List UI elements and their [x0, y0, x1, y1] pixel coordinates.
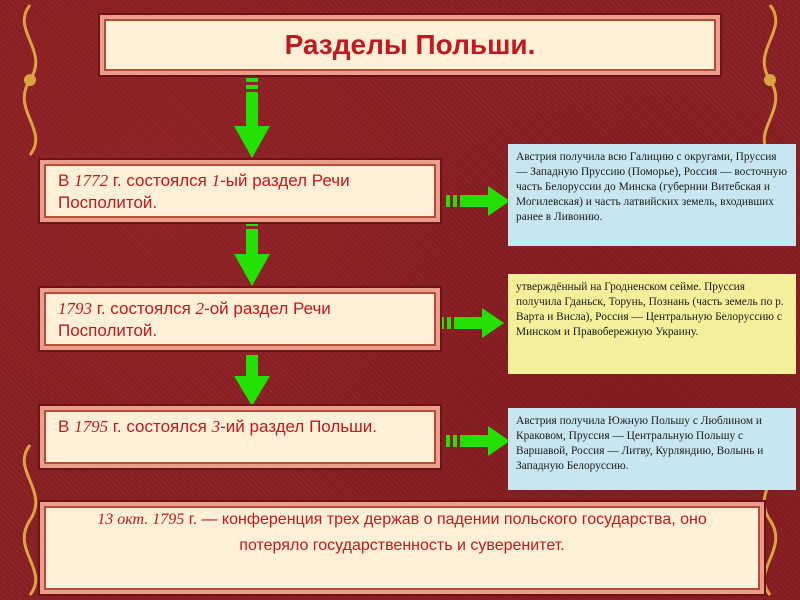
partition-3-note: Австрия получила Южную Польшу с Люблином… [508, 408, 796, 490]
right-arrow-icon [446, 186, 510, 216]
partition-1-note: Австрия получила всю Галицию с округами,… [508, 144, 796, 246]
corner-ornament-top-left [22, 4, 38, 156]
down-arrow-icon [234, 222, 270, 286]
partition-2-year: 1793 [58, 299, 92, 318]
right-arrow-icon [440, 308, 504, 338]
page-title: Разделы Польши. [284, 29, 536, 60]
partition-3-box: В 1795 г. состоялся 3-ий раздел Польши. [40, 406, 440, 468]
corner-ornament-bottom-left [22, 444, 38, 596]
down-arrow-icon [234, 348, 270, 406]
partition-1-year: 1772 [74, 171, 109, 190]
right-arrow-icon [446, 426, 510, 456]
partition-1-number: 1 [211, 171, 221, 190]
conference-date: 13 окт. 1795 [97, 511, 185, 528]
corner-ornament-top-right [762, 4, 778, 156]
partition-2-number: 2 [195, 299, 205, 318]
down-arrow-icon [234, 78, 270, 158]
title-box: Разделы Польши. [100, 15, 720, 75]
conference-box: 13 окт. 1795 г. — конференция трех держа… [40, 502, 764, 594]
partition-2-note: утверждённый на Гродненском сейме. Прусс… [508, 274, 796, 374]
partition-3-year: 1795 [74, 417, 109, 436]
partition-2-box: 1793 г. состоялся 2-ой раздел Речи Поспо… [40, 288, 440, 350]
partition-3-number: 3 [211, 417, 221, 436]
conference-line-2: потеряло государственность и суверенитет… [239, 537, 565, 554]
partition-1-box: В 1772 г. состоялся 1-ый раздел Речи Пос… [40, 160, 440, 222]
